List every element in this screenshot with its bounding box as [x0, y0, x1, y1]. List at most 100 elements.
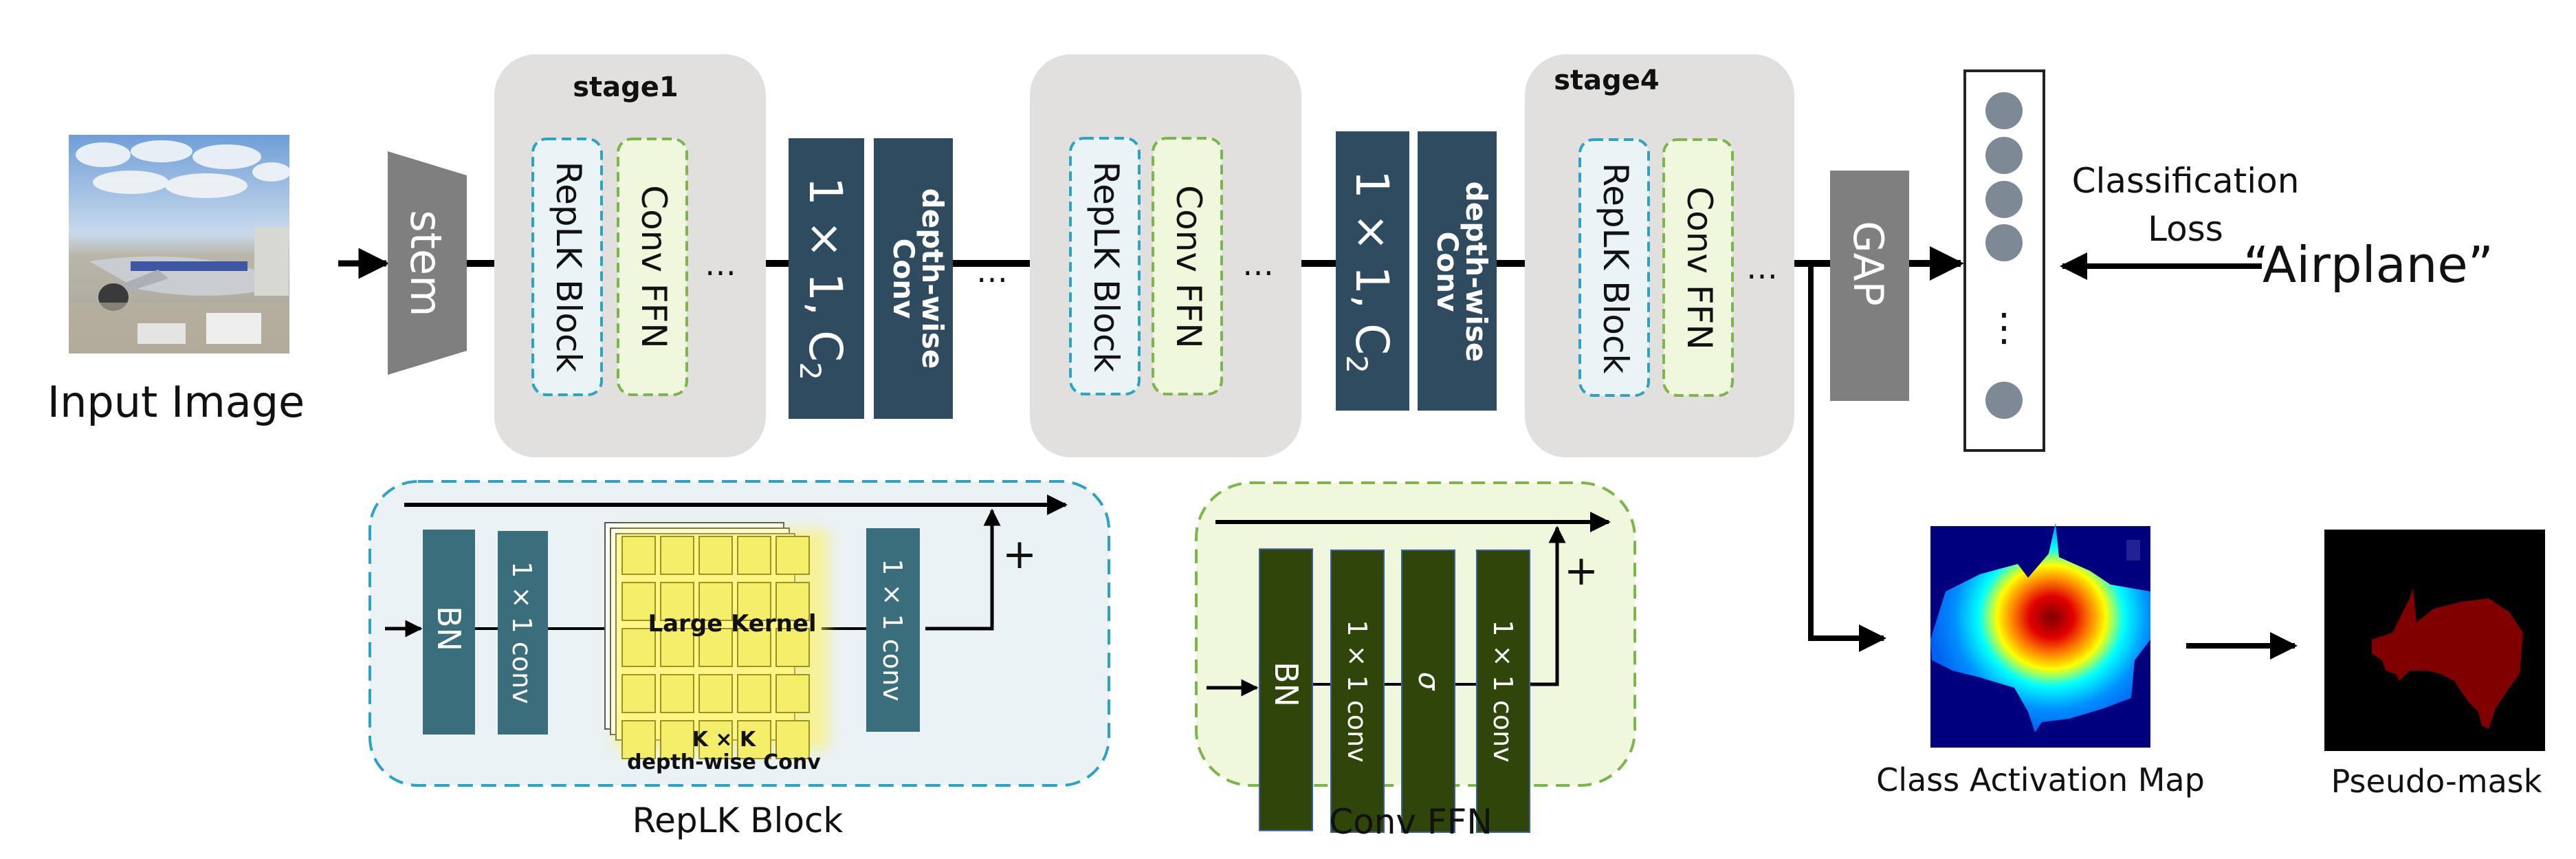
transition-2: 1 × 1, C2 depth-wise Conv	[1336, 131, 1497, 411]
stage-ellipsis: …	[705, 246, 736, 283]
kernel-cell	[775, 582, 810, 621]
conv1x1-label: 1 × 1, C2	[793, 177, 852, 380]
kernel-cell	[698, 582, 733, 621]
conv1x1-layer	[1476, 550, 1530, 833]
stage-2: RepLK Block Conv FFN …	[1030, 54, 1301, 457]
kernel-cell	[737, 720, 771, 759]
kernel-cell	[737, 582, 771, 621]
target-label: “Airplane”	[2243, 236, 2494, 294]
kernel-cell	[660, 582, 694, 621]
kernel-cell	[775, 674, 810, 713]
conv-ffn-title: Conv FFN	[1329, 802, 1493, 842]
kernel-cell	[698, 536, 733, 575]
replk-block-chip	[1578, 138, 1650, 397]
kernel-cell	[698, 720, 733, 759]
residual-path	[925, 508, 1001, 631]
kernel-cell	[660, 628, 694, 667]
kernel-cell	[775, 720, 810, 759]
stage-4: stage4 RepLK Block Conv FFN …	[1525, 54, 1794, 457]
conv1x1-label: 1 × 1 conv	[507, 561, 537, 704]
conv1x1-block	[789, 138, 864, 419]
gap-label: GAP	[1844, 221, 1892, 306]
gap-block: GAP	[1830, 171, 1909, 401]
stem-block: stem	[388, 151, 467, 375]
conv1x1-layer	[1330, 550, 1385, 833]
kernel-cell	[621, 720, 656, 759]
output-vector: ⋮	[1963, 69, 2045, 452]
cam-branch-arrow	[1808, 263, 1886, 652]
replk-block-chip-label: RepLK Block	[1086, 162, 1126, 373]
cam-heat-region	[1930, 523, 2150, 732]
kernel-cell	[621, 536, 656, 575]
cam-label: Class Activation Map	[1876, 761, 2205, 798]
input-image	[69, 135, 291, 354]
kernel-cell	[737, 674, 771, 713]
large-kernel: Large Kernel	[604, 522, 828, 759]
replk-block-chip-label: RepLK Block	[1596, 163, 1636, 374]
neuron	[1985, 382, 2023, 419]
cloud-shapes	[76, 140, 291, 198]
stage-1: stage1 RepLK Block Conv FFN …	[494, 54, 766, 457]
kernel-type-caption: depth-wise Conv	[627, 750, 821, 774]
kernel-cell	[698, 628, 733, 667]
mask-region	[2372, 588, 2523, 729]
neuron	[1985, 137, 2023, 174]
conv-ffn-chip	[617, 138, 688, 396]
stem-label: stem	[401, 210, 451, 316]
airplane-shape	[89, 227, 289, 311]
kernel-size-caption: K × K	[692, 728, 757, 752]
dwconv-label-line1: depth-wise	[1460, 182, 1493, 362]
stage-ellipsis: …	[1746, 249, 1778, 286]
kernel-cell	[737, 628, 771, 667]
plus-sign: +	[1002, 530, 1037, 578]
dwconv-block	[1418, 131, 1497, 411]
conv1x1-label: 1 × 1 conv	[877, 558, 907, 701]
classification-loss-line1: Classification	[2072, 161, 2300, 201]
replk-block-chip	[1069, 137, 1141, 395]
conv1x1-block	[1336, 131, 1409, 411]
neuron	[1985, 92, 2023, 129]
dwconv-label-line2: Conv	[887, 239, 921, 319]
kernel-cell	[621, 674, 656, 713]
conv-ffn-detail: +	[1195, 481, 1636, 833]
conv-ffn-chip	[1662, 138, 1734, 397]
neuron	[1985, 181, 2023, 218]
between-stage-ellipsis: …	[976, 252, 1008, 290]
bn-layer	[1259, 548, 1313, 831]
bn-label: BN	[430, 606, 467, 651]
stage-title: stage4	[1554, 65, 1660, 96]
classification-loss-line2: Loss	[2148, 209, 2223, 249]
stage-ellipsis: …	[1242, 246, 1274, 283]
dwconv-label-line1: depth-wise	[916, 188, 949, 369]
replk-block-chip-label: RepLK Block	[549, 162, 588, 373]
conv-ffn-chip	[1152, 137, 1223, 395]
kernel-cell	[698, 674, 733, 713]
kernel-cell	[621, 582, 656, 621]
kernel-cell	[660, 720, 694, 759]
class-activation-map	[1930, 523, 2150, 748]
replk-block-title: RepLK Block	[632, 801, 844, 840]
kernel-cell	[621, 628, 656, 667]
conv-ffn-chip-label: Conv FFN	[1169, 185, 1209, 349]
sigma-layer	[1401, 550, 1455, 833]
conv1x1-label: 1 × 1, C2	[1340, 170, 1398, 373]
pseudo-mask-label: Pseudo-mask	[2331, 763, 2542, 800]
kernel-cell	[660, 536, 694, 575]
dwconv-block	[874, 138, 953, 419]
replk-block-detail: + BN 1 × 1 conv Large Kernel K × K depth…	[368, 480, 1110, 787]
conv-ffn-chip-label: Conv FFN	[634, 185, 674, 349]
residual-path	[1529, 525, 1566, 686]
replk-block-chip	[531, 138, 603, 396]
kernel-grid	[621, 536, 810, 759]
plus-sign: +	[1564, 547, 1598, 595]
pseudo-mask	[2324, 530, 2545, 751]
kernel-cell	[737, 536, 771, 575]
conv1x1-layer	[498, 531, 548, 735]
kernel-cell	[775, 536, 810, 575]
conv1x1-layer	[866, 528, 920, 732]
dwconv-label-line2: Conv	[1431, 232, 1464, 312]
kernel-cell	[775, 628, 810, 667]
large-kernel-label: Large Kernel	[648, 610, 816, 638]
input-image-label: Input Image	[47, 377, 305, 427]
